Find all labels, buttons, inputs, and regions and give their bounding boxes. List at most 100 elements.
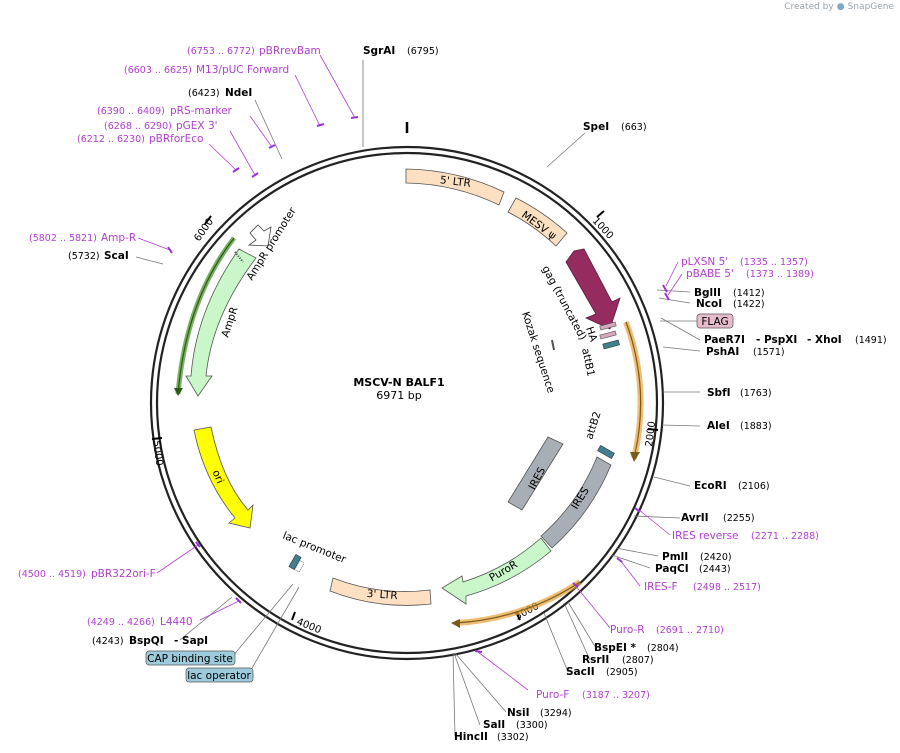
enzyme-bglii-pos: (1412) [733,288,765,299]
enzyme-pshai-pos: (1571) [753,347,785,358]
snapgene-logo-icon: ● [836,2,845,12]
feature-label-3-ltr: 3' LTR [366,588,398,602]
feature-orf-puro [451,579,582,628]
primer-ampr[interactable]: Amp-R [101,232,136,244]
enzyme-ndei[interactable]: NdeI [225,87,252,99]
tick-6000: 6000 [192,217,216,244]
enzyme-sgrai-pos: (6795) [407,46,439,57]
primer-pbrforeco[interactable]: pBRforEco [149,133,203,145]
primer-pbrforeco-pos: (6212 .. 6230) [77,134,145,145]
enzyme-sbfi-pos: (1763) [740,388,772,399]
enzyme-ncoi-pos: (1422) [733,299,765,310]
enzyme-ncoi[interactable]: NcoI [696,298,722,310]
primer-iresf[interactable]: IRES-F [644,581,678,593]
enzyme-sgrai[interactable]: SgrAI [363,45,395,57]
feature-puror[interactable]: PuroR [441,537,552,605]
enzyme-spei[interactable]: SpeI [583,121,609,133]
primer-pbabe5[interactable]: pBABE 5' [686,268,734,280]
credit-brand: SnapGene [847,2,894,12]
primer-l4440[interactable]: L4440 [160,616,193,628]
enzyme-alei[interactable]: AleI [707,420,730,432]
feature-5-ltr[interactable]: 5' LTR [405,168,505,206]
feature-label-attb2: attB2 [583,410,603,441]
primer-iresf-pos: (2498 .. 2517) [693,582,761,593]
feature-ires-2[interactable]: IRES [540,456,612,549]
enzyme-hincii[interactable]: HincII [454,731,488,743]
feature-label-ha: HA [583,325,599,344]
primer-pbr322-pos: (4500 .. 4519) [18,569,86,580]
primer-prsmarker-pos: (6390 .. 6409) [97,106,165,117]
plasmid-name: MSCV-N BALF1 [353,376,444,389]
flag-tag-box[interactable]: FLAG [696,313,734,329]
enzyme-avrii[interactable]: AvrII [681,512,709,524]
enzyme-xhoi-pos: (1491) [855,335,887,346]
feature-orf-flag-region [623,320,644,462]
enzyme-bspqi-pos: (4243) [92,636,124,647]
primer-m13puc[interactable]: M13/pUC Forward [196,64,289,76]
plasmid-length: 6971 bp [376,389,421,402]
enzyme-nsii-pos: (3294) [540,708,572,719]
enzyme-bglii[interactable]: BglII [694,287,721,299]
feature-label-ori: ori [210,468,226,485]
lac-operator-label: lac operator [187,670,251,682]
primer-prsmarker[interactable]: pRS-marker [170,105,233,117]
feature-label-kozak: Kozak sequence [519,310,557,394]
primer-ampr-pos: (5802 .. 5821) [29,233,97,244]
enzyme-pspxi[interactable]: - PspXI [756,334,797,346]
feature-label-attb1: attB1 [579,347,597,377]
feature-ampr[interactable]: AmpR [174,236,257,397]
enzyme-leaders [135,60,701,737]
enzyme-hincii-pos: (3302) [497,732,529,743]
enzyme-bspqi[interactable]: BspQI [129,635,164,647]
enzyme-ecori[interactable]: EcoRI [694,480,727,492]
enzyme-paqci[interactable]: PaqCI [655,563,689,575]
tick-2000: 2000 [644,421,658,448]
enzyme-paer7i[interactable]: PaeR7I [704,334,745,346]
primer-plxsn5-pos: (1335 .. 1357) [740,257,808,268]
enzyme-ndei-pos: (6423) [188,88,220,99]
enzyme-alei-pos: (1883) [740,421,772,432]
feature-lac-promoter: lac promoter [281,530,348,573]
enzyme-sacii[interactable]: SacII [566,666,595,678]
primer-iresrev[interactable]: IRES reverse [672,530,739,542]
lac-operator-box[interactable]: lac operator [185,667,254,683]
feature-3-ltr[interactable]: 3' LTR [329,577,432,606]
cap-binding-site-box[interactable]: CAP binding site [145,650,236,666]
plasmid-backbone [149,122,665,661]
enzyme-scai[interactable]: ScaI [104,250,129,262]
primer-pgex3[interactable]: pGEX 3' [176,120,218,132]
primer-pbrrevbam-pos: (6753 .. 6772) [187,46,255,57]
enzyme-nsii[interactable]: NsiI [507,707,530,719]
feature-label-lac-promoter: lac promoter [281,530,348,567]
primer-purof[interactable]: Puro-F [536,689,569,701]
primer-puror[interactable]: Puro-R [610,624,645,636]
tick-5000: 5000 [150,440,164,467]
enzyme-rsrii-pos: (2807) [622,655,654,666]
enzyme-avrii-pos: (2255) [723,513,755,524]
primer-pbrrevbam[interactable]: pBRrevBam [259,45,321,57]
primer-pbr322[interactable]: pBR322ori-F [91,568,156,580]
enzyme-bspei[interactable]: BspEI * [594,642,637,654]
feature-attb2: attB2 [583,410,615,460]
feature-ires-1[interactable]: IRES [507,436,564,511]
enzyme-bspei-pos: (2804) [647,643,679,654]
snapgene-credit: Created by ● SnapGene [784,2,894,12]
enzyme-pmli-pos: (2420) [700,552,732,563]
enzyme-spei-pos: (663) [621,122,647,133]
primer-pgex3-pos: (6268 .. 6290) [104,121,172,132]
enzyme-sbfi[interactable]: SbfI [707,387,731,399]
enzyme-sali[interactable]: SalI [483,719,505,731]
primer-puror-pos: (2691 .. 2710) [656,625,724,636]
credit-text: Created by [784,2,834,12]
enzyme-pmli[interactable]: PmlI [662,551,688,563]
enzyme-pshai[interactable]: PshAI [706,346,739,358]
primer-m13puc-pos: (6603 .. 6625) [124,65,192,76]
enzyme-scai-pos: (5732) [68,251,100,262]
feature-ori[interactable]: ori [193,426,254,529]
enzyme-sapi[interactable]: - SapI [174,635,208,647]
primer-purof-pos: (3187 .. 3207) [582,690,650,701]
enzyme-rsrii[interactable]: RsrII [582,654,609,666]
enzyme-xhoi[interactable]: - XhoI [807,334,842,346]
primer-plxsn5[interactable]: pLXSN 5' [681,256,728,268]
